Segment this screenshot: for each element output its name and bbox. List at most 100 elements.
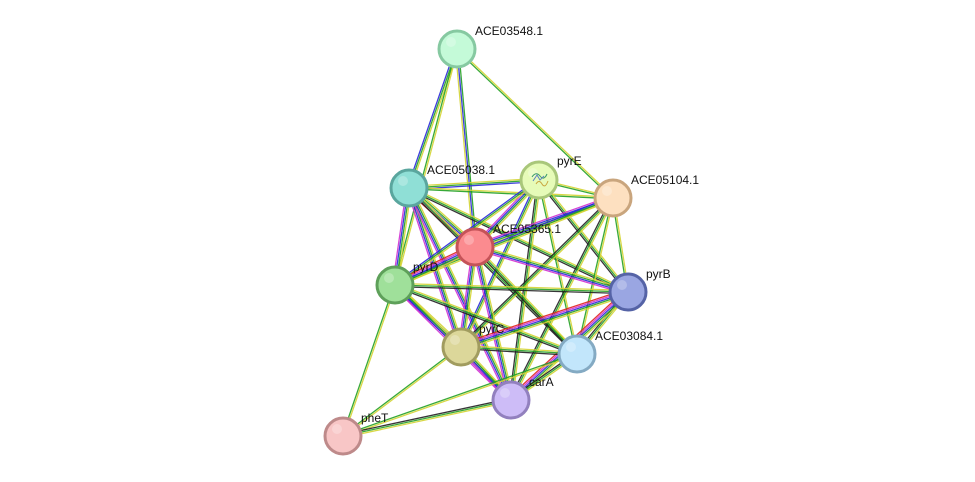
edge-strand (410, 186, 514, 400)
edge-ace05038-1-ace05104-1[interactable] (408, 186, 614, 200)
node-ace05038-1[interactable] (389, 168, 429, 208)
node-highlight (446, 37, 456, 47)
node-circle[interactable] (491, 380, 531, 420)
edge-strand (408, 179, 540, 189)
node-label-ace05365-1: ACE05365.1 (493, 222, 561, 236)
node-circle[interactable] (437, 29, 477, 69)
edge-strand (539, 179, 579, 354)
node-ace03084-1[interactable] (557, 334, 597, 374)
node-circle[interactable] (389, 168, 429, 208)
node-ace05104-1[interactable] (593, 178, 633, 218)
node-highlight (384, 273, 394, 283)
edge-strand (461, 180, 542, 348)
node-highlight (500, 388, 510, 398)
edge-strand (510, 197, 614, 401)
edge-strand (341, 284, 395, 436)
edge-strand (460, 197, 614, 348)
edge-strand (408, 187, 629, 293)
labels-layer: ACE03548.1ACE05038.1pyrEACE05104.1ACE053… (361, 24, 699, 425)
edge-ace05365-1-pyrb[interactable] (474, 244, 629, 295)
edge-ace05038-1-pyrb[interactable] (408, 185, 629, 295)
node-circle[interactable] (323, 416, 363, 456)
edge-strand (406, 188, 510, 402)
edge-ace03084-1-phet[interactable] (342, 352, 578, 438)
edge-ace03548-1-pyrd[interactable] (393, 48, 459, 286)
edge-strand (474, 248, 628, 295)
edge-strand (342, 397, 511, 436)
node-circle[interactable] (441, 327, 481, 367)
edge-strand (343, 347, 462, 438)
edge-pyrc-phet[interactable] (342, 345, 462, 438)
node-pyrc[interactable] (441, 327, 481, 367)
edge-strand (408, 188, 628, 295)
edge-strand (407, 188, 511, 401)
structure-stroke (531, 173, 548, 179)
edge-pyrd-phet[interactable] (341, 284, 397, 437)
node-ace05365-1[interactable] (455, 227, 495, 267)
edge-ace05365-1-ace03084-1[interactable] (473, 245, 579, 356)
edge-strand (537, 180, 577, 355)
edge-strand (472, 247, 510, 401)
edge-strand (460, 289, 628, 347)
edge-strand (457, 47, 615, 198)
edge-pyre-pyrb[interactable] (537, 178, 630, 294)
edge-cara-phet[interactable] (342, 397, 512, 439)
node-ace03548-1[interactable] (437, 29, 477, 69)
edge-strand (394, 197, 614, 286)
node-pyre[interactable] (519, 160, 559, 200)
edge-strand (508, 196, 613, 400)
edge-strand (461, 198, 615, 349)
node-circle[interactable] (593, 178, 633, 218)
node-cara[interactable] (491, 380, 531, 420)
node-label-ace03548-1: ACE03548.1 (475, 24, 543, 38)
edge-strand (343, 354, 578, 438)
edge-pyre-pyrc[interactable] (458, 179, 542, 348)
edge-strand (395, 49, 459, 286)
edge-pyrb-pyrc[interactable] (459, 288, 630, 351)
edge-strand (454, 49, 475, 248)
edge-strand (409, 185, 629, 292)
edge-strand (459, 288, 628, 345)
edge-ace05038-1-cara[interactable] (406, 186, 514, 402)
node-highlight (450, 335, 460, 345)
edge-strand (343, 285, 397, 437)
edge-pyrd-ace03084-1[interactable] (394, 282, 578, 357)
edge-strand (394, 284, 629, 293)
node-circle[interactable] (557, 334, 597, 374)
edge-strand (408, 48, 458, 189)
edge-strand (342, 345, 461, 436)
edge-ace03548-1-ace05365-1[interactable] (454, 48, 478, 248)
edge-strand (460, 291, 629, 348)
edge-strand (394, 195, 613, 285)
node-pyrb[interactable] (608, 272, 648, 312)
edge-strand (408, 177, 539, 188)
node-highlight (464, 235, 474, 245)
edge-strand (460, 179, 540, 348)
edge-strand (473, 195, 613, 246)
edge-ace05104-1-cara[interactable] (508, 196, 616, 402)
node-pyrd[interactable] (375, 265, 415, 305)
edge-strand (539, 178, 630, 292)
node-circle[interactable] (519, 160, 559, 200)
node-circle[interactable] (608, 272, 648, 312)
node-highlight (602, 186, 612, 196)
edge-strand (508, 179, 539, 400)
node-circle[interactable] (455, 227, 495, 267)
node-highlight (528, 168, 538, 178)
edge-strand (455, 49, 613, 200)
node-label-ace05038-1: ACE05038.1 (427, 163, 495, 177)
edge-ace05104-1-pyrd[interactable] (394, 195, 614, 288)
node-label-pyrd: pyrD (413, 260, 439, 274)
edge-pyrd-pyrb[interactable] (394, 282, 629, 295)
edge-strand (394, 284, 578, 355)
nodes-layer (323, 29, 648, 456)
edge-strand (461, 294, 630, 351)
node-phet[interactable] (323, 416, 363, 456)
edge-ace03548-1-ace05104-1[interactable] (455, 47, 615, 200)
edge-pyre-ace03084-1[interactable] (537, 179, 579, 355)
edge-strand (408, 188, 613, 200)
structure-stroke (532, 174, 545, 182)
node-circle[interactable] (375, 265, 415, 305)
node-highlight (566, 342, 576, 352)
